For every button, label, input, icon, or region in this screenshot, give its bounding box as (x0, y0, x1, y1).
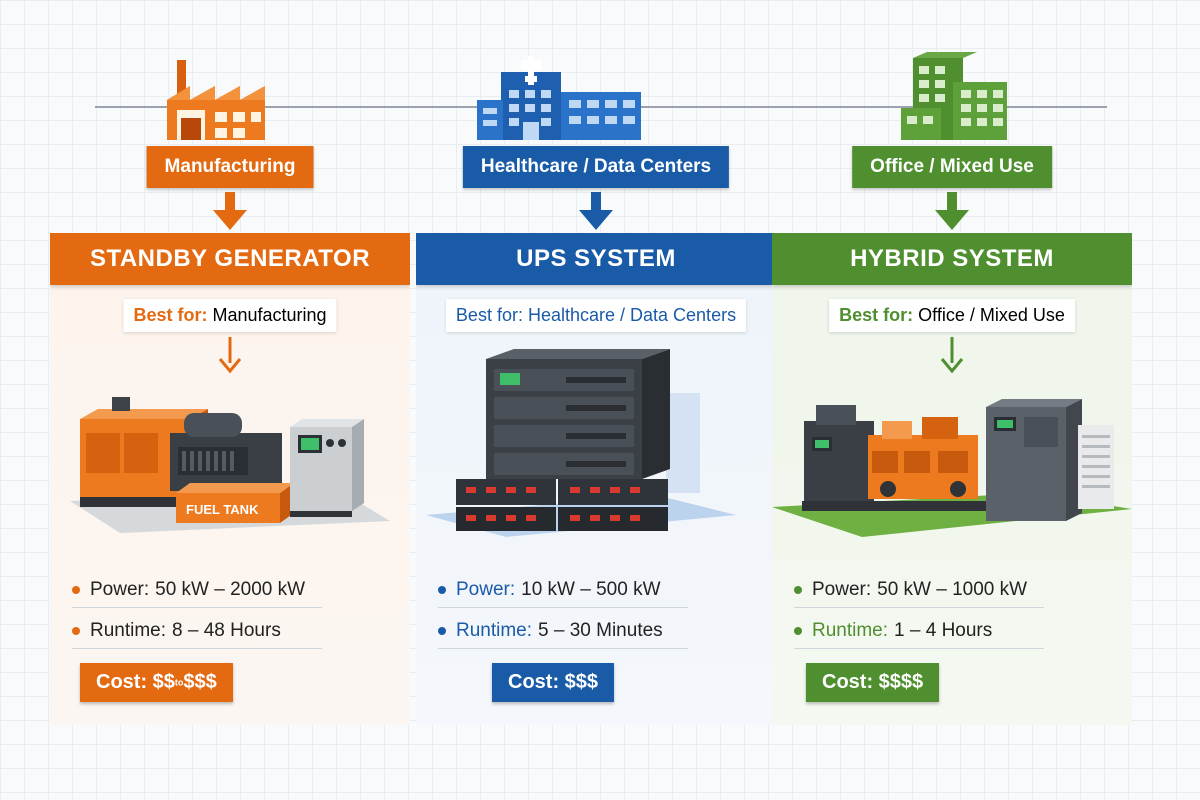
cost-to: to (174, 677, 184, 688)
spec-value: 10 kW – 500 kW (521, 579, 661, 600)
arrow-down-icon (579, 192, 613, 230)
bullet-icon (438, 627, 446, 635)
cost-suffix: $$$ (183, 671, 217, 693)
spec-runtime: Runtime: 8 – 48 Hours (72, 614, 322, 649)
best-for-label: Best for: Manufacturing (123, 299, 337, 332)
sector-label-healthcare: Healthcare / Data Centers (462, 146, 730, 188)
generator-icon: FUEL TANK (70, 397, 390, 533)
spec-key: Runtime: (812, 620, 889, 641)
card-title: STANDBY GENERATOR (50, 233, 410, 285)
spec-key: Power: (812, 579, 872, 600)
hospital-icon (477, 56, 641, 140)
column-standby-generator: Manufacturing STANDBY GENERATOR Best for… (50, 0, 410, 800)
spec-power: Power: 50 kW – 1000 kW (794, 573, 1044, 608)
bullet-icon (72, 586, 80, 594)
arrow-down-icon (935, 192, 969, 230)
card-ups-system: UPS SYSTEM Best for: Healthcare / Data C… (416, 233, 776, 725)
bullet-icon (72, 627, 80, 635)
cost-badge: Cost: $$$$ (806, 663, 940, 702)
factory-icon (167, 60, 265, 140)
spec-list: Power: 50 kW – 2000 kW Runtime: 8 – 48 H… (72, 573, 390, 655)
column-ups-system: Healthcare / Data Centers UPS SYSTEM Bes… (416, 0, 776, 800)
cost-badge: Cost: $$to$$$ (80, 663, 233, 702)
spec-value: 5 – 30 Minutes (538, 620, 663, 641)
best-for-label: Best for: Office / Mixed Use (829, 299, 1075, 332)
spec-key: Runtime: (456, 620, 533, 641)
spec-value: 50 kW – 2000 kW (155, 579, 306, 600)
best-for-key: Best for: (133, 305, 208, 325)
spec-key: Power: (90, 579, 150, 600)
cost-prefix: Cost: $$ (96, 671, 175, 693)
sector-label-office: Office / Mixed Use (852, 146, 1052, 188)
spec-power: Power: 10 kW – 500 kW (438, 573, 688, 608)
card-hybrid-system: HYBRID SYSTEM Best for: Office / Mixed U… (772, 233, 1132, 725)
ups-rack-icon (426, 349, 736, 537)
bullet-icon (794, 627, 802, 635)
spec-key: Runtime: (90, 620, 167, 641)
spec-key: Power: (456, 579, 516, 600)
card-standby-generator: STANDBY GENERATOR Best for: Manufacturin… (50, 233, 410, 725)
fuel-tank-label: FUEL TANK (186, 502, 259, 517)
card-title: UPS SYSTEM (416, 233, 776, 285)
best-for-key: Best for: (839, 305, 914, 325)
arrow-down-icon (940, 337, 964, 374)
best-for-key: Best for: (455, 305, 523, 325)
spec-runtime: Runtime: 1 – 4 Hours (794, 614, 1044, 649)
spec-value: 50 kW – 1000 kW (877, 579, 1028, 600)
best-for-value: Healthcare / Data Centers (527, 305, 737, 325)
spec-power: Power: 50 kW – 2000 kW (72, 573, 322, 608)
card-title: HYBRID SYSTEM (772, 233, 1132, 285)
hybrid-system-icon (772, 399, 1132, 537)
spec-list: Power: 50 kW – 1000 kW Runtime: 1 – 4 Ho… (794, 573, 1112, 655)
best-for-value: Manufacturing (212, 305, 327, 325)
best-for-label: Best for: Healthcare / Data Centers (445, 299, 747, 332)
spec-list: Power: 10 kW – 500 kW Runtime: 5 – 30 Mi… (438, 573, 756, 655)
office-building-icon (901, 52, 1007, 140)
spec-runtime: Runtime: 5 – 30 Minutes (438, 614, 688, 649)
best-for-value: Office / Mixed Use (918, 305, 1065, 325)
column-hybrid-system: Office / Mixed Use HYBRID SYSTEM Best fo… (772, 0, 1132, 800)
arrow-down-icon (218, 337, 242, 374)
cost-badge: Cost: $$$ (492, 663, 615, 702)
bullet-icon (794, 586, 802, 594)
sector-label-manufacturing: Manufacturing (146, 146, 314, 188)
bullet-icon (438, 586, 446, 594)
spec-value: 1 – 4 Hours (894, 620, 993, 641)
spec-value: 8 – 48 Hours (172, 620, 281, 641)
arrow-down-icon (213, 192, 247, 230)
